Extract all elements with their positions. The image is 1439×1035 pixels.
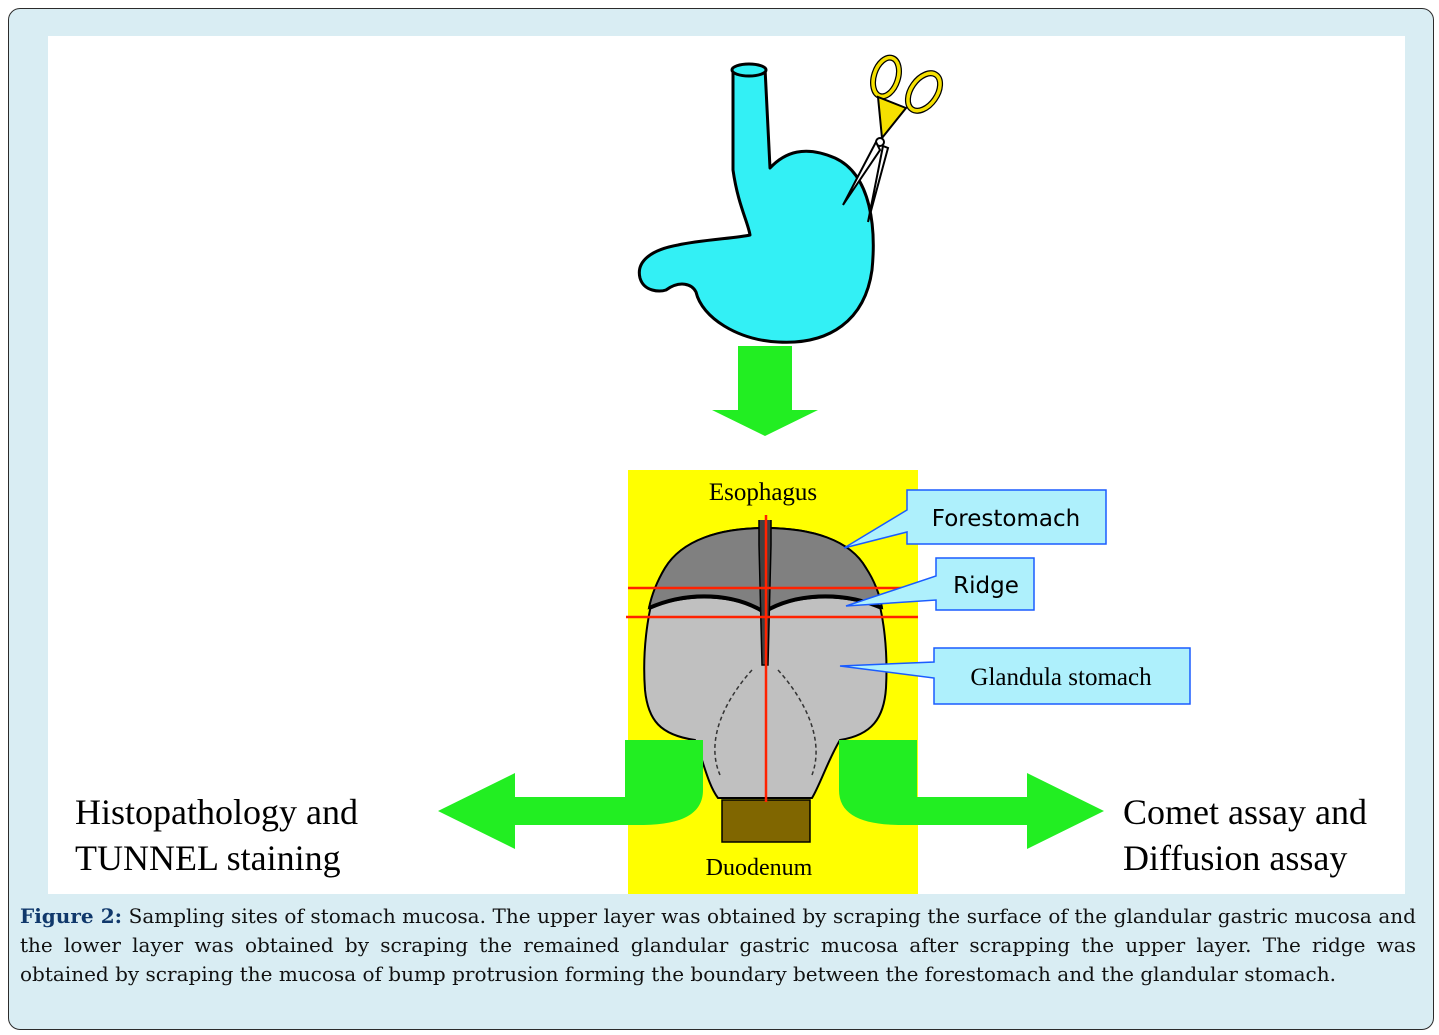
figure-caption: Figure 2: Sampling sites of stomach muco…: [20, 902, 1416, 989]
duodenum-label: Duodenum: [706, 855, 813, 881]
diagram-canvas: Esophagus Duodenum Forestomach Ridge Gla…: [0, 0, 1439, 900]
ridge-label: Ridge: [953, 573, 1019, 599]
caption-text: Sampling sites of stomach mucosa. The up…: [20, 904, 1416, 986]
duodenum-region: [722, 800, 810, 842]
left-output-line1: Histopathology and: [75, 792, 358, 832]
stomach-illustration: [639, 64, 873, 342]
forestomach-label: Forestomach: [932, 506, 1080, 532]
glandula-label: Glandula stomach: [970, 664, 1152, 691]
esophagus-label: Esophagus: [709, 479, 817, 506]
caption-label: Figure 2:: [20, 904, 122, 928]
right-output-line1: Comet assay and: [1123, 792, 1367, 832]
right-output-line2: Diffusion assay: [1123, 838, 1347, 878]
left-output-line2: TUNNEL staining: [75, 838, 341, 878]
down-arrow: [712, 346, 818, 436]
